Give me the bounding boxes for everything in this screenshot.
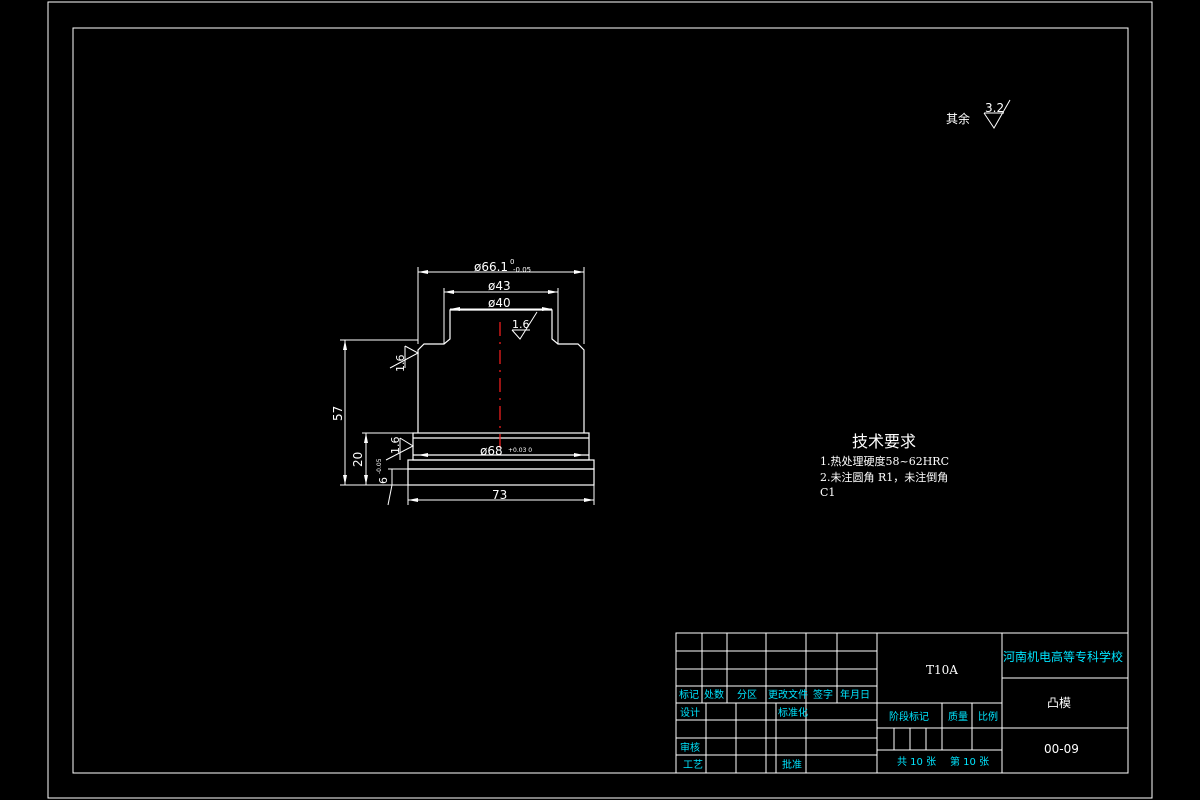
dim-dia-68-tol: +0.03 0 [508,447,532,454]
tb-process: 工艺 [683,759,703,771]
inner-frame [72,27,1129,774]
tb-part-name: 凸模 [1047,696,1071,710]
tb-rev-h1: 处数 [704,688,724,701]
dim-dia-top: ø66.1 [474,260,508,274]
dim-dia-43: ø43 [488,279,511,293]
tb-design: 设计 [680,706,700,719]
dim-height-6: 6 [377,477,390,484]
tech-req-line3: C1 [820,486,835,499]
tb-rev-h0: 标记 [679,689,699,701]
tb-school: 河南机电高等专科学校 [1003,649,1123,664]
roughness-note-label: 其余 [946,111,970,126]
outer-frame [47,1,1153,799]
tb-rev-h4: 签字 [813,688,833,701]
tb-scale: 比例 [978,710,998,723]
rough-left-value: 1.6 [394,355,407,373]
tech-req-line1: 1.热处理硬度58~62HRC [820,454,949,468]
roughness-marks: 1.6 1.6 1.6 [385,311,538,461]
tb-rev-h5: 年月日 [840,688,870,701]
title-block: T10A 河南机电高等专科学校 凸模 00-09 标记 处数 分区 更改文件 签… [675,632,1129,774]
tech-requirements: 技术要求 1.热处理硬度58~62HRC 2.未注圆角 R1，未注倒角 C1 [820,432,949,499]
tb-stage-mark: 阶段标记 [889,710,929,723]
dim-height-20: 20 [351,452,365,467]
rough-top-value: 1.6 [512,318,530,331]
roughness-note-value: 3.2 [985,101,1004,115]
dim-height-57: 57 [331,406,345,421]
tech-req-title: 技术要求 [852,432,916,451]
tb-rev-headers: 标记 处数 分区 更改文件 签字 年月日 [679,688,870,701]
dim-dia-40: ø40 [488,296,511,310]
dim-dia-top-tol-upper: 0 [510,258,514,266]
tb-approve: 批准 [782,758,802,771]
dim-width-73: 73 [492,488,507,502]
dim-dia-68: ø68 [480,444,503,458]
dimension-arrows [343,270,594,502]
tb-review: 审核 [680,741,700,754]
tb-weight: 质量 [948,711,968,723]
tb-standardize: 标准化 [778,706,808,719]
roughness-note: 其余 3.2 [946,99,1011,129]
dim-dia-top-tol-lower: -0.05 [513,266,531,274]
tb-drawing-no: 00-09 [1044,742,1079,756]
tb-material: T10A [926,663,958,677]
part-outline [407,309,595,486]
dim-height-6-tol: -0.05 [376,458,383,474]
tech-req-line2: 2.未注圆角 R1，未注倒角 [820,470,948,484]
dimension-lines [340,267,595,506]
tb-total-sheets: 共 10 张 [897,756,936,768]
rough-lower-value: 1.6 [389,437,402,455]
dimension-texts: ø66.1 0 -0.05 ø43 ø40 ø68 +0.03 0 73 57 … [331,258,532,502]
tb-rev-h3: 更改文件 [768,688,808,701]
tb-rev-h2: 分区 [737,689,757,701]
roughness-symbol-icon [983,99,1011,129]
tb-sheet-no: 第 10 张 [950,755,989,768]
